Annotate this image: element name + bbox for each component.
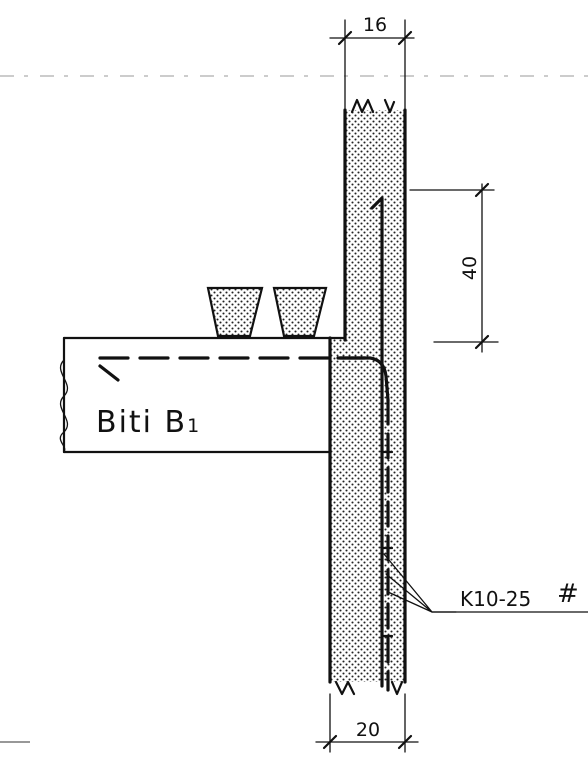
cone-weight-1 [206, 286, 264, 338]
concrete-wall [330, 110, 405, 682]
rebar-mark-symbol: # [557, 579, 579, 609]
wall-break-top [350, 98, 396, 114]
dim-vertical-height-label: 40 [459, 256, 481, 280]
beam-label: Biti B1 [96, 405, 201, 440]
dim-top-tick-left [337, 30, 353, 46]
dim-bottom-width-label: 20 [356, 719, 380, 741]
dim-bottom-tick-left [322, 734, 338, 750]
beam-label-subscript: 1 [187, 415, 201, 437]
slab-hook-mark [98, 364, 120, 382]
dim-bottom-tick-right [397, 734, 413, 750]
cone-weight-2 [272, 286, 328, 338]
slab-break-wave [59, 359, 69, 453]
rebar-spec-label: K10-25 [460, 587, 531, 611]
wall-break-bottom [334, 680, 404, 696]
dim-vertical-tick-bottom [474, 334, 490, 350]
dim-vertical-tick-top [474, 182, 490, 198]
dim-top-width-label: 16 [363, 14, 387, 36]
dim-top-tick-right [397, 30, 413, 46]
wall-vertical-rebar-main [370, 196, 384, 688]
beam-label-name: Biti B [96, 405, 187, 440]
